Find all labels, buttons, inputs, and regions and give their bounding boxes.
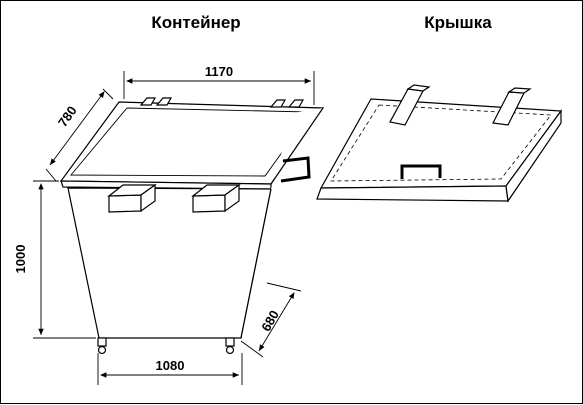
dimension-height: 1000 [13,180,96,339]
lid-title: Крышка [424,13,492,32]
dimension-label-height: 1000 [13,245,28,274]
side-handle [280,156,311,183]
container-body [59,97,325,355]
front-pocket-left [108,194,142,213]
container-front-face [67,187,272,339]
wheel-right [225,337,235,347]
dimension-label-width-bottom: 1080 [156,358,185,373]
dimension-width-bottom: 1080 [97,353,243,385]
lid-handle [400,164,442,179]
dimension-label-depth-top: 780 [55,103,80,129]
dimension-width-top: 1170 [123,64,315,105]
container-title: Контейнер [151,13,240,32]
dimension-label-depth-bottom: 680 [258,308,282,334]
dimension-label-width-top: 1170 [205,64,233,79]
wheel-left [97,337,107,347]
rim-lug-2 [269,99,287,108]
front-pocket-right [192,194,226,213]
lid-side-edge [505,109,562,203]
rim-lug-1 [139,97,157,106]
lid [316,84,563,203]
lid-front-edge [316,185,509,202]
